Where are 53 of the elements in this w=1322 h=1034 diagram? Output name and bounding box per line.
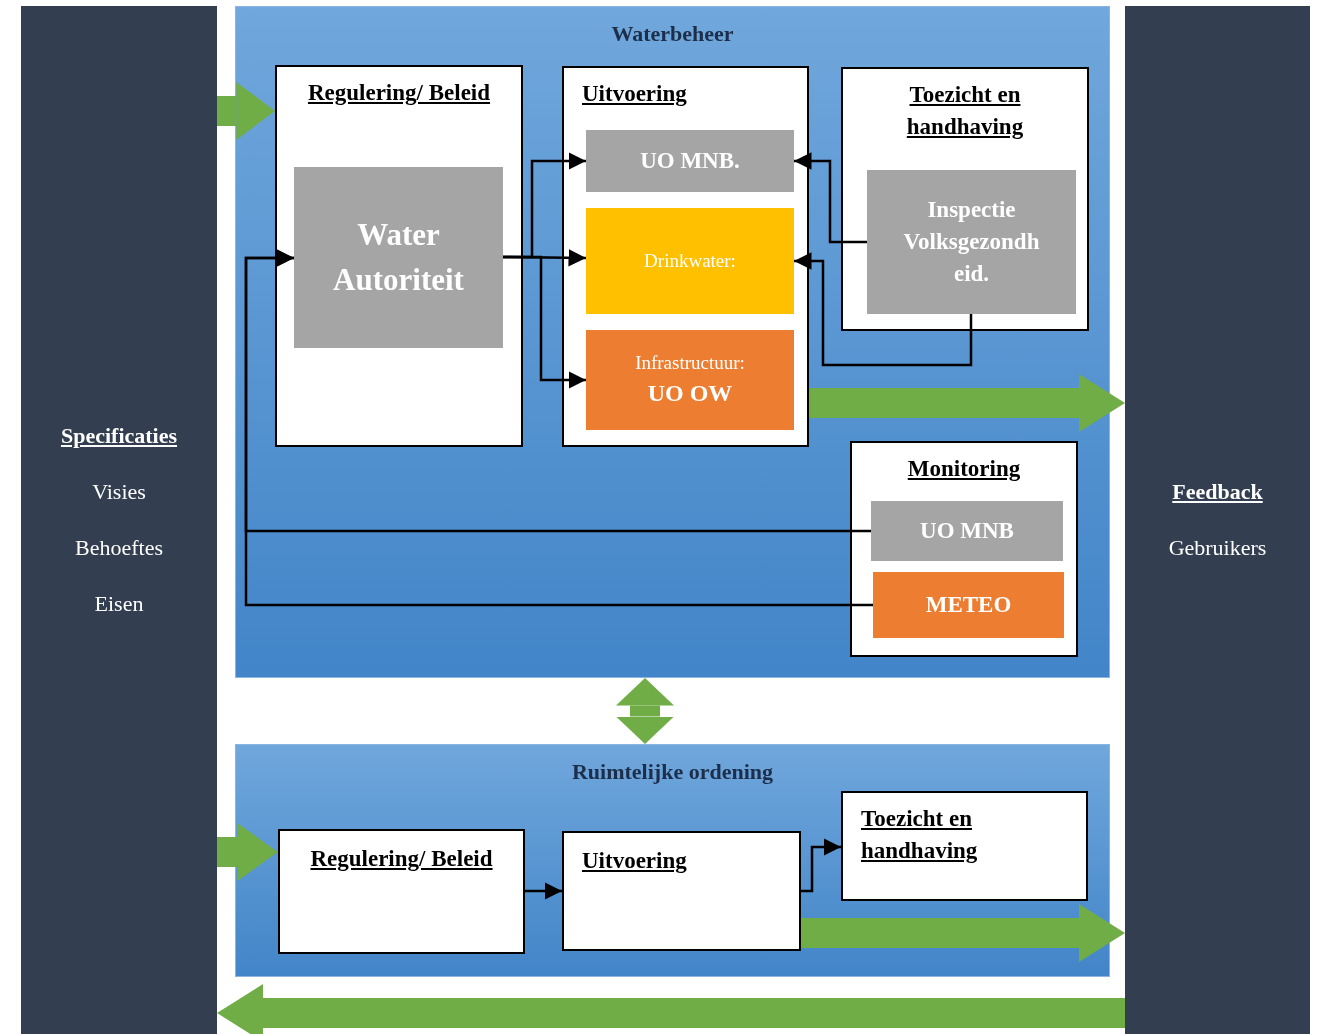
section-band bbox=[235, 6, 1110, 678]
arrow bbox=[525, 882, 562, 900]
heading-text: Uitvoering bbox=[581, 847, 688, 875]
arrow bbox=[794, 252, 973, 367]
label-text: Eisen bbox=[94, 591, 144, 617]
section-box bbox=[850, 441, 1078, 657]
side-panel bbox=[21, 6, 217, 1034]
label-text: Inspectie Volksgezondh eid. bbox=[902, 195, 1041, 289]
heading-text: Regulering/ Beleid bbox=[309, 845, 494, 873]
block-arrow bbox=[217, 82, 275, 140]
section-box bbox=[562, 831, 801, 951]
label-text: UO MNB. bbox=[640, 146, 740, 175]
block-arrow bbox=[217, 823, 278, 881]
side-panel bbox=[1125, 6, 1310, 1034]
unit-box bbox=[586, 208, 794, 314]
heading-text: Ruimtelijke ordening bbox=[570, 759, 775, 785]
arrow bbox=[801, 838, 841, 893]
block-arrow bbox=[217, 984, 1125, 1034]
section-box bbox=[841, 791, 1088, 901]
arrow bbox=[503, 255, 586, 389]
block-arrow bbox=[801, 904, 1125, 962]
label-text: Behoeftes bbox=[75, 535, 163, 561]
label-text: METEO bbox=[925, 590, 1012, 619]
label-text: Water Autoriteit bbox=[332, 215, 465, 299]
heading-text: Waterbeheer bbox=[610, 21, 735, 47]
heading-text: Monitoring bbox=[906, 455, 1022, 483]
heading-text: Feedback bbox=[1172, 479, 1263, 505]
label-text: UO MNB bbox=[920, 516, 1014, 545]
heading-text: Specificaties bbox=[60, 423, 178, 449]
unit-box bbox=[294, 167, 503, 348]
arrow bbox=[794, 152, 867, 244]
section-band bbox=[235, 744, 1110, 977]
section-box bbox=[841, 67, 1089, 331]
section-box bbox=[275, 65, 523, 447]
label-text: Visies bbox=[92, 479, 146, 505]
heading-text: Toezicht en handhaving bbox=[860, 805, 979, 866]
arrow bbox=[244, 249, 873, 607]
block-arrow bbox=[616, 678, 674, 744]
section-box bbox=[562, 66, 809, 447]
label-text: Infrastructuur: bbox=[635, 350, 745, 375]
unit-box bbox=[873, 572, 1064, 638]
heading-text: Toezicht en handhaving bbox=[905, 81, 1025, 142]
section-box bbox=[278, 829, 525, 954]
heading-text: Uitvoering bbox=[581, 80, 688, 108]
label-text: UO OW bbox=[647, 378, 733, 408]
unit-box bbox=[867, 170, 1076, 314]
unit-box bbox=[586, 130, 794, 192]
heading-text: Regulering/ Beleid bbox=[306, 79, 492, 107]
block-arrow bbox=[809, 374, 1125, 432]
unit-box bbox=[871, 501, 1063, 561]
label-text: Drinkwater: bbox=[644, 248, 736, 273]
unit-box bbox=[586, 330, 794, 430]
label-text: Gebruikers bbox=[1168, 535, 1267, 561]
